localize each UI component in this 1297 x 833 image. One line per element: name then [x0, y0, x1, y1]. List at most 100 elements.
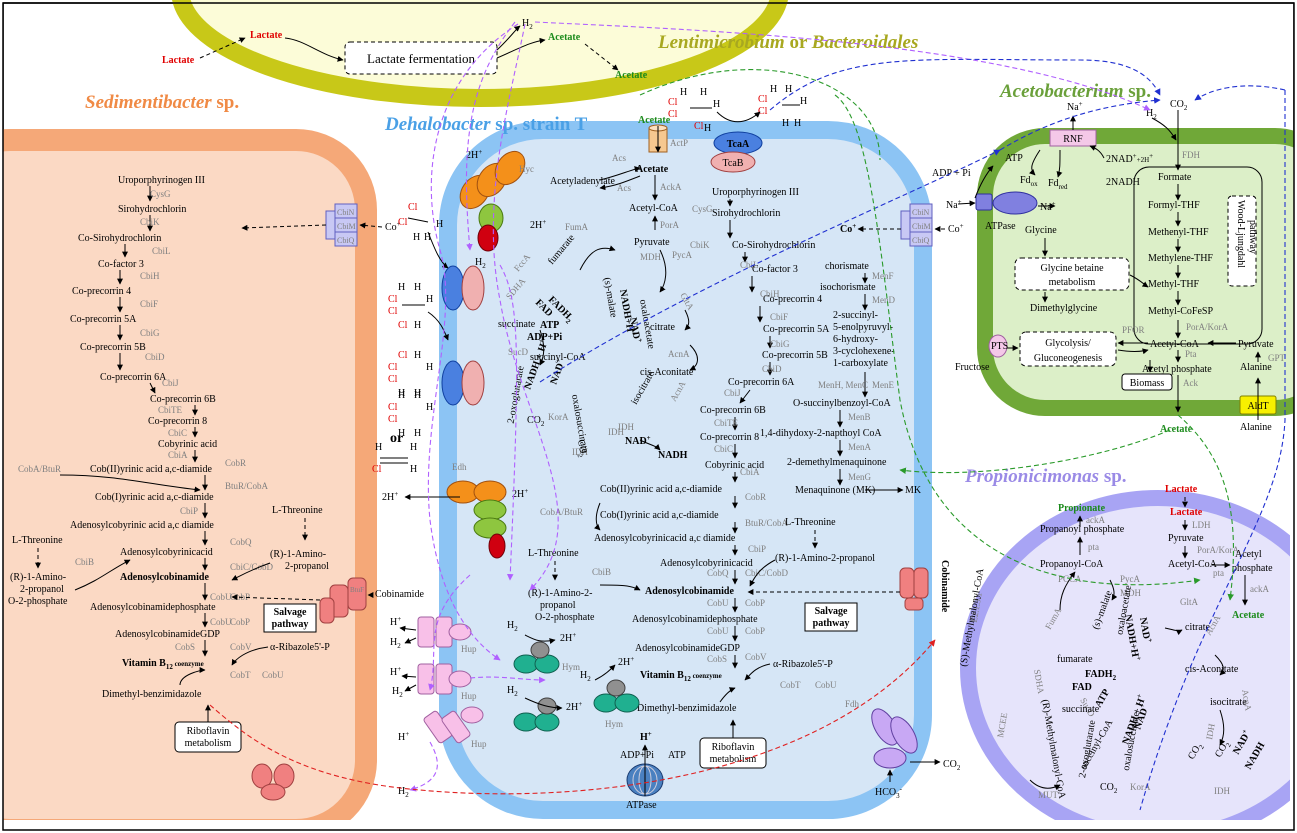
chlorinated-atom: H	[426, 402, 433, 413]
deh-menhc: MenH, MenC	[818, 380, 868, 390]
sed-intermediate: Co-precorrin 6A	[100, 372, 167, 383]
deh-demk: 2-demethylmenaquinone	[787, 457, 887, 468]
ace-co2: CO2	[1170, 99, 1188, 112]
chlorinated-atom: H	[414, 390, 421, 401]
interspecies-flux-arrows	[209, 21, 1286, 811]
deh-acna: AcnA	[668, 349, 690, 359]
ace-nad: 2NAD++2H+	[1106, 152, 1153, 165]
ace-acetylcoa: Acetyl-CoA	[1150, 339, 1200, 350]
sed-btu-transporter: BtuF	[319, 577, 367, 624]
svg-text:2H+: 2H+	[382, 490, 398, 503]
pro-propcoa: Propanoyl-CoA	[1040, 559, 1104, 570]
title-dehalobacter: Dehalobacter sp. strain T	[384, 114, 588, 135]
ace-fdred: Fdred	[1048, 178, 1068, 191]
deh-idh: IDH	[618, 422, 634, 432]
sed-amino-2: (R)-1-Amino-	[270, 549, 326, 560]
deh-enzyme: CbiJ	[724, 388, 741, 398]
pro-acka2: ackA	[1086, 515, 1105, 525]
ace-adppi: ADP + Pi	[932, 168, 971, 179]
svg-text:Hup: Hup	[461, 644, 477, 654]
svg-text:ADP+Pi: ADP+Pi	[620, 750, 654, 761]
chlorinated-atom: Cl	[388, 294, 398, 305]
deh-intermediate: Adenosylcobinamidephosphate	[632, 614, 758, 625]
deh-enzyme: BtuR/CobA	[745, 518, 789, 528]
sed-intermediate: Co-precorrin 4	[72, 286, 131, 297]
deh-acetylcoa: Acetyl-CoA	[629, 203, 679, 214]
sed-enzyme-cobab: CobA/BtuR	[18, 464, 61, 474]
sed-cbib: CbiB	[75, 557, 94, 567]
deh-threonine-2: L-Threonine	[785, 517, 836, 528]
sed-intermediate: Co-precorrin 5A	[70, 314, 137, 325]
svg-text:2H+: 2H+	[512, 487, 528, 500]
svg-text:TcaA: TcaA	[727, 139, 750, 150]
chlorinated-atom: H	[704, 123, 711, 134]
svg-text:CbiN: CbiN	[337, 208, 355, 217]
chlorinated-atom: Cl	[388, 374, 398, 385]
chlorinated-atom: H	[782, 118, 789, 129]
sed-intermediate: Sirohydrochlorin	[118, 204, 186, 215]
chlorinated-atom: Cl	[398, 217, 408, 228]
deh-chorismate: chorismate	[825, 261, 869, 272]
propionicimonas-cell	[960, 490, 1297, 833]
chlorinated-atom: Cl	[668, 109, 678, 120]
chlorinated-atom: Cl	[388, 402, 398, 413]
pro-mut: MUT	[1038, 790, 1059, 800]
deh-mk-int: 3-cyclohexene-	[833, 346, 895, 357]
sed-co-external: Co+	[385, 220, 401, 233]
svg-text:CbiQ: CbiQ	[337, 236, 355, 245]
sed-intermediate: Cobyrinic acid	[158, 439, 217, 450]
hym-h2: H2	[507, 685, 518, 698]
tcaa-tcab-membrane-1	[441, 265, 485, 311]
svg-text:CbiM: CbiM	[337, 222, 356, 231]
ace-glycolysis: Glycolysis/	[1045, 338, 1091, 349]
chlorinated-atom: H	[800, 96, 807, 107]
sed-intermediate: Co-precorrin 6B	[150, 394, 216, 405]
deh-ribazole: α-Ribazole5'-P	[773, 659, 833, 670]
pro-idh: IDH	[1204, 722, 1217, 740]
deh-acetyladenylate: Acetyladenylate	[550, 176, 616, 187]
deh-nadh2: NADH	[658, 450, 688, 461]
hym-h2: H2	[580, 670, 591, 683]
ace-atp: ATP	[1005, 153, 1023, 164]
chlorinated-atom: H	[414, 428, 421, 439]
sed-intermediate: Cob(II)yrinic acid a,c-diamide	[90, 464, 212, 475]
sed-enzyme: CbiL	[152, 246, 171, 256]
sed-enzyme: CbiC/CobD	[230, 562, 274, 572]
hup-h2: H2	[398, 786, 409, 799]
sed-enzyme: CbiJ	[162, 378, 179, 388]
ace-wl-box	[1133, 166, 1263, 345]
deh-enzyme: CbiC	[714, 444, 733, 454]
chlorinated-atom: Cl	[758, 94, 768, 105]
pro-pyruvate: Pyruvate	[1168, 533, 1204, 544]
chlorinated-atom: H	[680, 87, 687, 98]
hyc-hydrogenase	[459, 150, 526, 252]
chlorinated-atom: Cl	[668, 97, 678, 108]
deh-intermediate: Cobyrinic acid	[705, 460, 764, 471]
sed-threonine-2: L-Threonine	[272, 505, 323, 516]
deh-intermediate: Co-precorrin 5A	[763, 324, 830, 335]
chlorinated-atom: H	[794, 118, 801, 129]
pro-propp: Propanoyl phosphate	[1040, 524, 1125, 535]
pro-acna2: AcnA	[1240, 689, 1254, 712]
svg-text:pathway: pathway	[272, 619, 309, 630]
chlorinated-atom: Cl	[398, 320, 408, 331]
chlorinated-atom: H	[414, 350, 421, 361]
deh-enzyme: CbiA	[740, 467, 760, 477]
deh-menb: MenB	[848, 412, 871, 422]
deh-co: Co+	[840, 222, 856, 235]
svg-text:Riboflavin: Riboflavin	[187, 726, 230, 737]
sed-enzyme: CbiG	[140, 328, 160, 338]
ace-wl-pathway-box	[1227, 195, 1257, 287]
sed-intermediate: Co-factor 3	[98, 259, 144, 270]
deh-kora: KorA	[548, 412, 569, 422]
pro-porkora: PorA/KorA	[1197, 545, 1239, 555]
deh-vitamin-b12: Vitamin B12 coenzyme	[640, 670, 722, 683]
acetate-outer-deh: Acetate	[638, 115, 671, 126]
pro-co2-kora: CO2	[1100, 782, 1118, 795]
sed-enzyme: BtuR/CobA	[225, 481, 269, 491]
deh-idh-b: IDH	[572, 447, 588, 457]
pro-idh2: IDH	[1214, 786, 1230, 796]
